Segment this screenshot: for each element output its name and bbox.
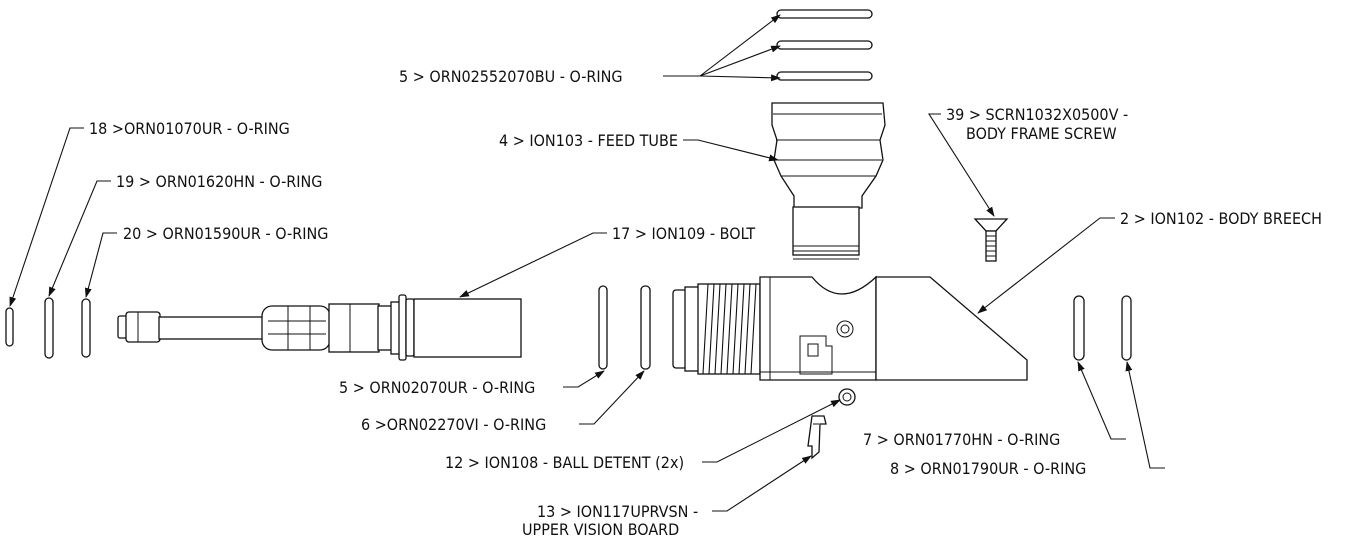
o-ring-20 — [81, 298, 91, 358]
o-ring-top-3 — [776, 71, 873, 81]
o-ring-8 — [1121, 295, 1132, 361]
label-oring-5: 5 > ORN02070UR - O-RING — [339, 378, 535, 397]
o-ring-18 — [5, 307, 14, 347]
o-ring-top-2 — [776, 40, 873, 50]
label-oring-20: 20 > ORN01590UR - O-RING — [123, 224, 328, 243]
o-ring-top-1 — [776, 9, 873, 19]
feed-tube-part — [771, 102, 886, 260]
screw-part — [973, 218, 1009, 262]
label-body-breech: 2 > ION102 - BODY BREECH — [1120, 209, 1322, 228]
label-vision-board-line2: UPPER VISION BOARD — [522, 520, 679, 539]
label-ball-detent: 12 > ION108 - BALL DETENT (2x) — [445, 453, 684, 472]
label-oring-7: 7 > ORN01770HN - O-RING — [863, 430, 1060, 449]
label-oring-6: 6 >ORN02270VI - O-RING — [361, 415, 546, 434]
bolt-part — [117, 294, 522, 361]
label-screw-line1: 39 > SCRN1032X0500V - — [946, 105, 1128, 124]
o-ring-19 — [44, 297, 54, 359]
label-oring-18: 18 >ORN01070UR - O-RING — [89, 119, 290, 138]
body-breech-part — [672, 275, 1028, 406]
o-ring-7 — [1073, 295, 1085, 361]
label-oring-19: 19 > ORN01620HN - O-RING — [116, 172, 322, 191]
o-ring-6 — [640, 285, 651, 370]
label-bolt: 17 > ION109 - BOLT — [612, 224, 755, 243]
label-oring-8: 8 > ORN01790UR - O-RING — [890, 459, 1086, 478]
label-screw-line2: BODY FRAME SCREW — [966, 124, 1117, 143]
o-ring-5 — [598, 285, 608, 370]
vision-board-part — [807, 415, 827, 460]
label-feed-tube: 4 > ION103 - FEED TUBE — [499, 131, 678, 150]
label-vision-board-line1: 13 > ION117UPRVSN - — [537, 502, 698, 521]
label-oring-5-top: 5 > ORN02552070BU - O-RING — [399, 67, 623, 86]
leader-lines — [9, 14, 1165, 512]
